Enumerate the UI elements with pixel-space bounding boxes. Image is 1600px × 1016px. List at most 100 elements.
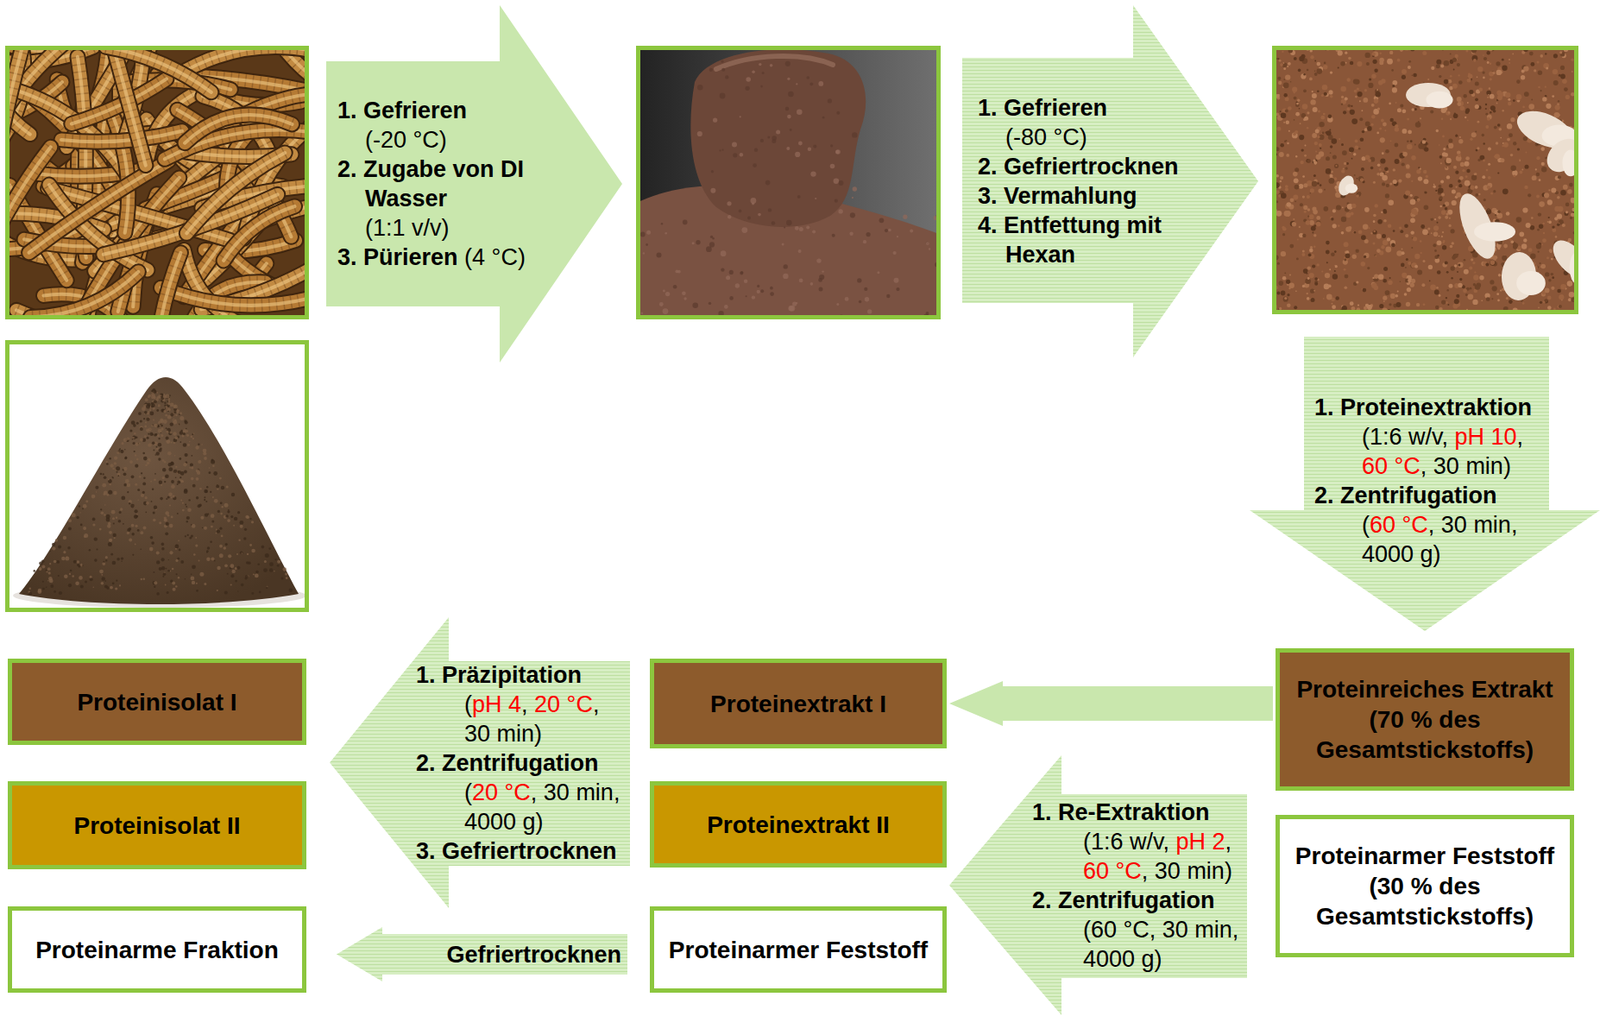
powder-grain [1548,216,1550,219]
puree-grain [681,290,687,296]
powder-grain [1279,62,1284,67]
pile-grain [133,450,136,453]
puree-grain [732,152,738,158]
powder-grain [1344,274,1349,279]
powder-grain [1280,251,1286,257]
puree-grain [726,201,731,206]
powder-grain [1302,195,1305,199]
powder-grain [1442,135,1445,139]
powder-grain [1416,169,1421,174]
powder-grain [1434,289,1440,296]
powder-grain [1349,61,1354,65]
powder-grain [1309,248,1314,253]
powder-grain [1310,55,1314,59]
powder-grain [1501,65,1507,71]
powder-grain [1287,214,1291,217]
powder-grain [1340,61,1345,66]
powder-grain [1463,269,1469,275]
powder-grain [1312,158,1316,162]
powder-pile [18,377,299,605]
powder-grain [1410,214,1412,216]
powder-grain [1381,175,1388,182]
powder-grain [1350,105,1353,108]
puree-grain [830,144,833,147]
powder-light-patch [1516,270,1546,296]
powder-grain [1512,175,1516,178]
powder-grain [1401,251,1405,255]
powder-grain [1437,215,1442,220]
powder-grain [1497,94,1503,101]
puree-grain [798,249,802,253]
powder-grain [1436,59,1442,65]
powder-grain [1444,207,1448,210]
powder-grain [1313,174,1317,177]
powder-grain [1373,230,1376,234]
powder-grain [1282,276,1287,281]
mealworm-highlight [186,152,285,234]
powder-grain [1483,142,1486,145]
puree-grain [810,170,816,177]
powder-grain [1518,158,1521,161]
powder-grain [1400,263,1405,268]
powder-grain [1352,254,1357,259]
powder-grain [1410,283,1415,288]
powder-grain [1349,301,1355,306]
powder-grain [1550,286,1555,290]
powder-grain [1373,59,1378,64]
puree-grain [743,279,749,284]
powder-grain [1436,63,1441,69]
powder-grain [1548,188,1550,191]
powder-grain [1517,147,1520,151]
powder-grain [1354,139,1359,144]
powder-grain [1332,154,1337,159]
puree-grain [893,251,897,255]
powder-grain [1370,232,1373,234]
powder-grain [1351,306,1356,311]
mealworm-outline [161,287,309,306]
puree-grain [807,147,812,152]
puree-grain [888,228,892,233]
powder-grain [1310,192,1312,195]
puree-grain [787,91,794,98]
powder-grain [1280,112,1287,119]
powder-grain [1319,147,1322,150]
powder-grain [1558,74,1562,77]
powder-grain [1284,140,1286,143]
powder-grain [1326,130,1332,136]
powder-grain [1353,152,1357,157]
powder-grain [1329,268,1331,271]
powder-grain [1391,243,1396,248]
powder-grain [1360,177,1364,182]
powder-grain [1405,258,1409,261]
pile-grain [178,457,182,460]
powder-grain [1379,60,1384,65]
powder-grain [1345,167,1349,171]
powder-grain [1538,224,1544,229]
powder-grain [1511,165,1517,171]
powder-grain [1322,132,1325,135]
powder-grain [1414,253,1420,259]
powder-grain [1319,183,1323,187]
puree-grain [836,111,840,115]
powder-grain [1317,109,1321,113]
powder-grain [1507,98,1511,101]
powder-grain [1568,238,1572,242]
powder-grain [1412,73,1418,78]
puree-grain [641,312,643,315]
powder-grain [1316,62,1322,67]
powder-grain [1540,146,1545,152]
powder-grain [1416,302,1420,307]
powder-grain [1538,178,1542,182]
powder-grain [1415,121,1422,128]
powder-grain [1398,226,1402,230]
powder-grain [1328,114,1332,119]
powder-grain [1364,127,1368,132]
puree-grain [768,207,772,212]
powder-grain [1326,294,1333,301]
puree-grain [771,135,777,141]
powder-grain [1457,264,1461,267]
puree-grain [756,284,760,288]
powder-grain [1486,50,1491,55]
powder-grain [1334,163,1339,169]
powder-grain [1407,130,1412,135]
